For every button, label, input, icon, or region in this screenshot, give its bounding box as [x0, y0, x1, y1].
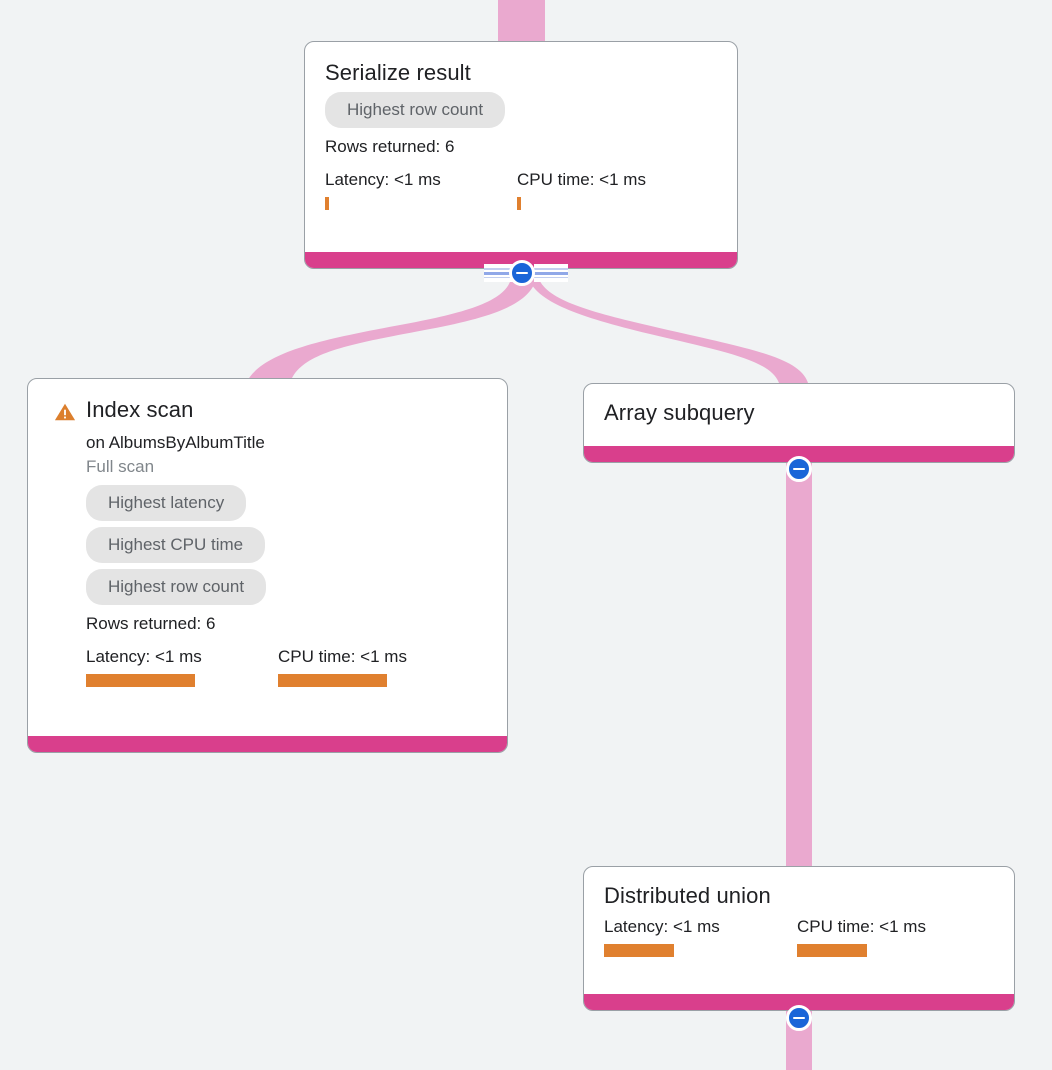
metric-cpu-time-label: CPU time: <1 ms	[797, 917, 926, 936]
node-title: Index scan	[86, 397, 194, 422]
metric-latency-bar	[86, 674, 195, 687]
node-subtitle: on AlbumsByAlbumTitle	[86, 433, 265, 452]
edge-array-subquery-to-distributed-union	[786, 462, 812, 870]
metric-latency-label: Latency: <1 ms	[86, 647, 202, 666]
chip-highest-row-count[interactable]: Highest row count	[86, 569, 267, 605]
node-metrics: Latency: <1 ms CPU time: <1 ms	[604, 917, 994, 957]
chip-highest-latency[interactable]: Highest latency	[86, 485, 247, 521]
node-metrics: Latency: <1 ms CPU time: <1 ms	[325, 170, 717, 210]
node-title-row: Distributed union	[604, 883, 994, 909]
edge-serialize-to-index-scan	[246, 272, 537, 383]
node-title-row: Index scan	[54, 397, 487, 423]
metric-latency: Latency: <1 ms	[325, 170, 517, 210]
rows-returned-label: Rows returned: 6	[86, 614, 216, 633]
edge-selection-stripes-right	[534, 264, 568, 282]
node-title-row: Array subquery	[604, 400, 994, 426]
metric-cpu-time-bar	[517, 197, 521, 210]
metric-cpu-time-label: CPU time: <1 ms	[517, 170, 646, 189]
warning-triangle-icon	[54, 403, 76, 421]
node-scan-note: Full scan	[86, 457, 155, 476]
node-title: Array subquery	[604, 400, 755, 425]
node-distributed-union[interactable]: Distributed union Latency: <1 ms CPU tim…	[583, 866, 1015, 1011]
edge-incoming-top	[498, 0, 545, 42]
minus-icon	[793, 1016, 805, 1020]
metric-latency: Latency: <1 ms	[604, 917, 797, 957]
metric-cpu-time: CPU time: <1 ms	[797, 917, 926, 957]
node-array-subquery[interactable]: Array subquery	[583, 383, 1015, 463]
node-index-scan[interactable]: Index scan on AlbumsByAlbumTitle Full sc…	[27, 378, 508, 753]
stripe-line	[484, 268, 518, 270]
node-serialize-result[interactable]: Serialize result Highest row count Rows …	[304, 41, 738, 269]
node-body: Index scan on AlbumsByAlbumTitle Full sc…	[28, 379, 507, 701]
node-title: Distributed union	[604, 883, 771, 908]
metric-latency-label: Latency: <1 ms	[325, 170, 441, 189]
metric-latency: Latency: <1 ms	[86, 647, 278, 687]
node-body: Array subquery	[584, 384, 1014, 436]
node-details: on AlbumsByAlbumTitle Full scan Highest …	[54, 431, 487, 687]
metric-cpu-time-label: CPU time: <1 ms	[278, 647, 407, 666]
metric-latency-bar	[325, 197, 329, 210]
collapse-toggle-serialize-result[interactable]	[509, 260, 535, 286]
metric-cpu-time-bar	[278, 674, 387, 687]
collapse-toggle-array-subquery[interactable]	[786, 456, 812, 482]
stripe-line	[534, 271, 568, 275]
node-title-row: Serialize result	[325, 60, 717, 86]
node-footer-bar	[584, 446, 1014, 462]
node-chip-list: Highest latency Highest CPU time Highest…	[86, 485, 487, 605]
metric-cpu-time: CPU time: <1 ms	[278, 647, 407, 687]
chip-highest-row-count[interactable]: Highest row count	[325, 92, 506, 128]
node-title: Serialize result	[325, 60, 471, 85]
metric-latency-label: Latency: <1 ms	[604, 917, 720, 936]
collapse-toggle-distributed-union[interactable]	[786, 1005, 812, 1031]
node-chip-list: Highest row count	[325, 92, 717, 128]
stripe-line	[534, 268, 568, 270]
metric-cpu-time: CPU time: <1 ms	[517, 170, 646, 210]
metric-latency-bar	[604, 944, 674, 957]
node-footer-bar	[584, 994, 1014, 1010]
minus-icon	[516, 271, 528, 275]
node-body: Distributed union Latency: <1 ms CPU tim…	[584, 867, 1014, 967]
stripe-line	[534, 276, 568, 278]
node-metrics: Latency: <1 ms CPU time: <1 ms	[86, 647, 487, 687]
chip-highest-cpu-time[interactable]: Highest CPU time	[86, 527, 266, 563]
node-body: Serialize result Highest row count Rows …	[305, 42, 737, 224]
rows-returned-label: Rows returned: 6	[325, 137, 455, 156]
node-footer-bar	[28, 736, 507, 752]
metric-cpu-time-bar	[797, 944, 867, 957]
minus-icon	[793, 467, 805, 471]
edge-serialize-to-array-subquery	[527, 272, 808, 383]
